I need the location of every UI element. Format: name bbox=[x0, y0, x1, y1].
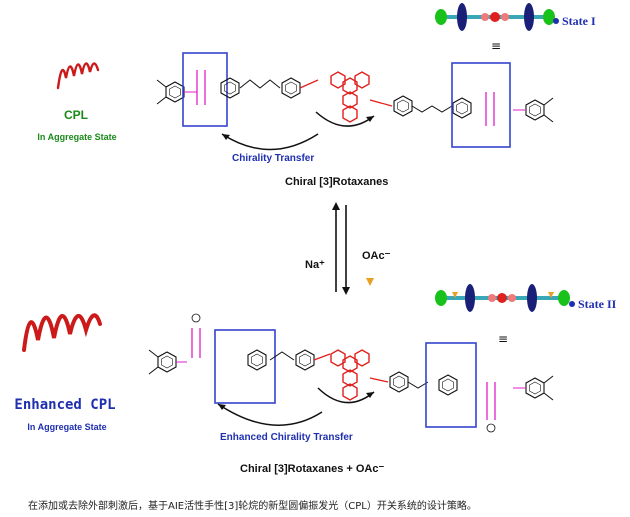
enhanced-chirality-arrow-right bbox=[317, 387, 375, 404]
rotaxanes-top-title: Chiral [3]Rotaxanes bbox=[285, 176, 389, 188]
state-1-text: State I bbox=[562, 14, 596, 28]
acetate-label: OAc⁻ bbox=[362, 250, 391, 262]
enhanced-chirality-transfer-text: Enhanced Chirality Transfer bbox=[220, 432, 353, 443]
switch-arrows bbox=[332, 202, 350, 295]
pillararene-ring-right-bottom bbox=[425, 342, 477, 428]
equiv-symbol-bottom: ≡ bbox=[498, 332, 508, 346]
sodium-label: Na⁺ bbox=[305, 259, 325, 271]
left-stopper-bottom bbox=[148, 349, 187, 375]
pillararene-ring-left-top bbox=[182, 52, 228, 127]
enhanced-cpl-wave-icon bbox=[22, 313, 102, 352]
state-2-text: State II bbox=[578, 297, 617, 311]
acetate-right-bottom bbox=[486, 382, 496, 433]
pillararene-ring-left-bottom bbox=[214, 329, 276, 404]
aggregate-state-text-top: In Aggregate State bbox=[37, 132, 117, 142]
chirality-transfer-arrow-left bbox=[221, 133, 319, 151]
enhanced-cpl-text: Enhanced CPL bbox=[14, 397, 116, 413]
aggregate-state-text-bottom: In Aggregate State bbox=[27, 422, 107, 432]
acetate-triangle-icon bbox=[366, 278, 374, 286]
alkyl-chain-right bbox=[411, 105, 453, 113]
anthracene-core-bottom bbox=[330, 349, 370, 401]
thiourea-right-top bbox=[485, 92, 495, 126]
cpl-wave-icon bbox=[56, 62, 100, 90]
anthracene-core-top bbox=[330, 71, 370, 123]
left-stopper-top bbox=[156, 79, 197, 105]
enhanced-chirality-arrow-left bbox=[217, 403, 323, 426]
right-stopper-top bbox=[513, 97, 554, 123]
right-stopper-bottom bbox=[513, 375, 554, 401]
acetate-left-bottom bbox=[191, 313, 201, 358]
state-2-cartoon bbox=[435, 284, 570, 312]
state-1-cartoon bbox=[435, 3, 555, 31]
cpl-text: CPL bbox=[64, 108, 88, 122]
equiv-symbol-top: ≡ bbox=[491, 39, 501, 53]
state-2-bullet-icon bbox=[569, 301, 575, 307]
chirality-transfer-text: Chirality Transfer bbox=[232, 153, 315, 164]
alkyl-chain-left bbox=[239, 79, 281, 89]
state-1-bullet-icon bbox=[553, 18, 559, 24]
thiourea-left-top bbox=[196, 70, 206, 105]
pillararene-ring-right-top bbox=[451, 62, 511, 148]
rotaxanes-bottom-title: Chiral [3]Rotaxanes + OAc⁻ bbox=[240, 463, 385, 475]
figure-caption: 在添加或去除外部刺激后，基于AIE活性手性[3]轮烷的新型圆偏振发光（CPL）开… bbox=[28, 501, 477, 512]
